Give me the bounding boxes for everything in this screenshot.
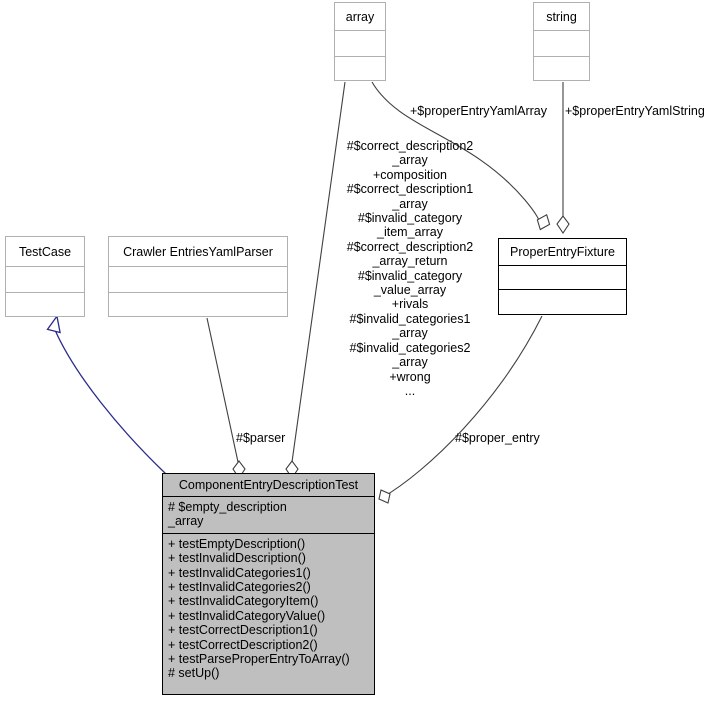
class-operations-entries-yaml-parser: [109, 292, 287, 316]
edge-label-proper-entry-yaml-string: +$properEntryYamlString: [565, 104, 705, 118]
class-box-proper-entry-fixture[interactable]: ProperEntryFixture: [498, 238, 627, 315]
edge-label-array-associations: #$correct_description2 _array +compositi…: [346, 139, 474, 398]
class-box-testcase[interactable]: TestCase: [5, 236, 85, 317]
class-name-proper-entry-fixture: ProperEntryFixture: [510, 245, 615, 259]
class-operations-string: [534, 56, 589, 80]
class-operations-component-entry-description-test: + testEmptyDescription() + testInvalidDe…: [163, 532, 374, 685]
class-name-testcase: TestCase: [18, 244, 72, 259]
class-attributes-string: [534, 30, 589, 56]
edge-label-parser: #$parser: [236, 431, 286, 445]
class-attributes-component-entry-description-test: # $empty_description _array: [163, 496, 374, 533]
class-box-entries-yaml-parser[interactable]: Crawler EntriesYamlParser: [108, 236, 288, 317]
class-box-component-entry-description-test[interactable]: ComponentEntryDescriptionTest # $empty_d…: [162, 473, 375, 695]
class-name-entries-yaml-parser: Crawler EntriesYamlParser: [123, 244, 273, 259]
edge-label-proper-entry-yaml-array: +$properEntryYamlArray: [410, 104, 547, 118]
class-name-component-entry-description-test: ComponentEntryDescriptionTest: [163, 474, 374, 496]
class-box-string[interactable]: string: [533, 2, 590, 81]
edge-inheritance-testcase: [46, 314, 167, 475]
class-attributes-array: [335, 30, 385, 56]
class-name-string: string: [546, 9, 577, 24]
class-box-array[interactable]: array: [334, 2, 386, 81]
class-name-array: array: [345, 9, 375, 24]
class-operations-testcase: [6, 292, 84, 316]
class-attributes-testcase: [6, 266, 84, 292]
edge-label-proper-entry: #$proper_entry: [455, 431, 540, 445]
class-attributes-proper-entry-fixture: [499, 265, 626, 289]
class-operations-array: [335, 56, 385, 80]
edge-association-parser: [206, 317, 246, 479]
class-operations-proper-entry-fixture: [499, 289, 626, 314]
class-attributes-entries-yaml-parser: [109, 266, 287, 292]
